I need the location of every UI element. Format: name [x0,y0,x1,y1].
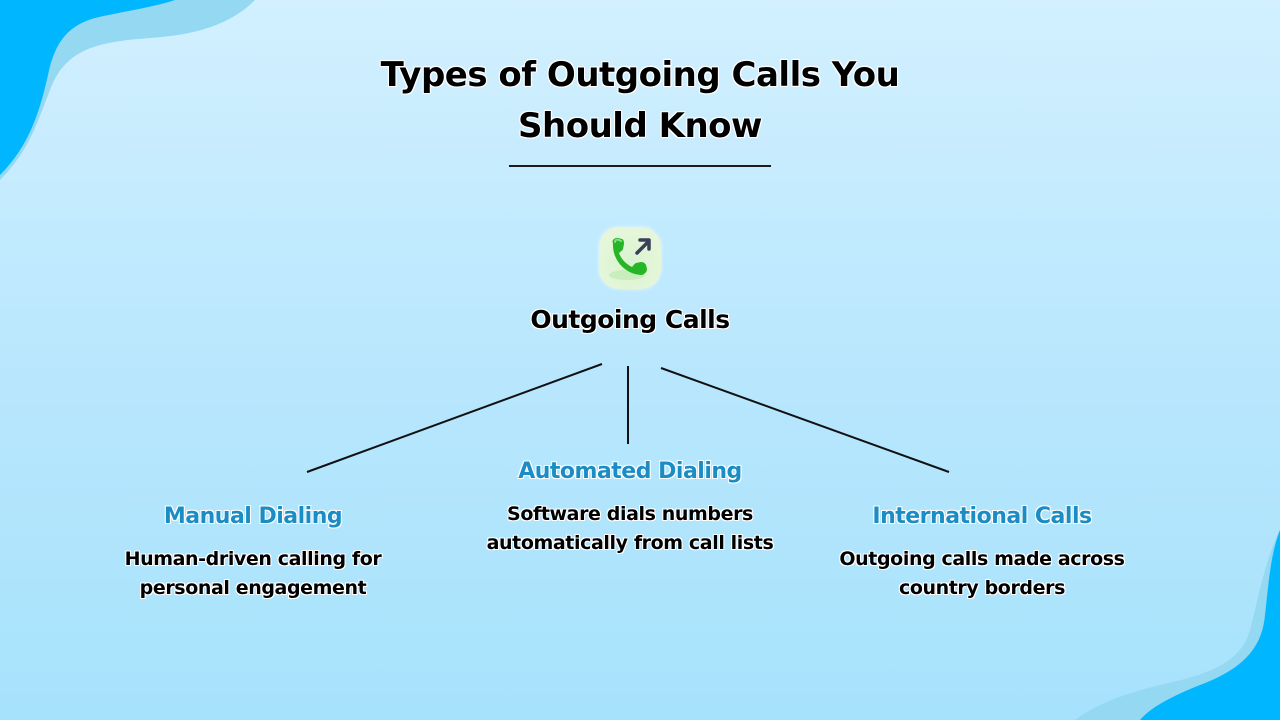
node-title: Automated Dialing [518,459,742,484]
title-divider [509,165,771,167]
desc-line: Human-driven calling for [124,548,382,570]
node-description: Human-driven calling for personal engage… [83,545,423,603]
node-title: Manual Dialing [163,504,343,529]
node-manual-dialing: Manual Dialing Human-driven calling for … [83,503,423,603]
title-line-2: Should Know [518,106,762,146]
node-title: International Calls [872,504,1092,529]
title-line-1: Types of Outgoing Calls You [380,55,900,95]
desc-line: personal engagement [139,577,367,599]
node-international-calls: International Calls Outgoing calls made … [812,503,1152,603]
page-title: Types of Outgoing Calls You Should Know [0,50,1280,152]
desc-line: automatically from call lists [486,532,774,554]
desc-line: Software dials numbers [507,503,753,525]
root-node-label: Outgoing Calls [530,305,730,334]
node-description: Outgoing calls made across country borde… [812,545,1152,603]
node-automated-dialing: Automated Dialing Software dials numbers… [460,458,800,558]
node-description: Software dials numbers automatically fro… [460,500,800,558]
desc-line: country borders [898,577,1065,599]
connector-manual [306,363,603,473]
connector-international [660,367,950,473]
outgoing-call-icon [599,227,661,289]
desc-line: Outgoing calls made across [839,548,1125,570]
